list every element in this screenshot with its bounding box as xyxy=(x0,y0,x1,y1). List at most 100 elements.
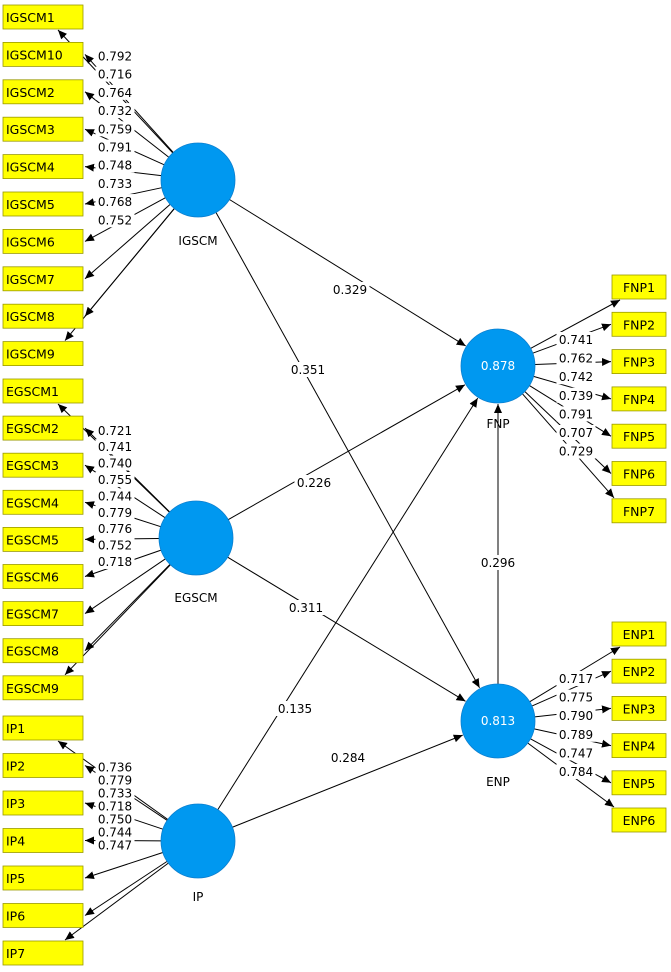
indicator-EGSCM5: EGSCM5 xyxy=(2,527,84,552)
loading-label-EGSCM-4: 0.755 xyxy=(95,471,135,487)
indicator-EGSCM6: EGSCM6 xyxy=(2,564,84,589)
path-IGSCM-ENP xyxy=(215,212,481,689)
loading-label-ENP3-bg xyxy=(556,708,596,724)
loading-label-EGSCM-3-text: 0.740 xyxy=(98,457,132,471)
indicator-box xyxy=(2,601,84,626)
loading-label-IP-6-bg xyxy=(95,824,135,840)
loading-label-IP-2-bg xyxy=(95,772,135,788)
indicator-IGSCM8: IGSCM8 xyxy=(2,303,84,329)
latent-circle xyxy=(160,803,236,879)
path-coefficient-ENP-FNP: 0.296 xyxy=(478,555,518,570)
indicator-IGSCM6: IGSCM6 xyxy=(2,228,84,254)
loading-label-EGSCM-1: 0.721 xyxy=(95,422,135,438)
loading-label-FNP6: 0.707 xyxy=(556,425,596,440)
indicator-label: FNP6 xyxy=(623,467,655,482)
path-coefficient-IGSCM-ENP-bg xyxy=(288,362,328,377)
indicator-box xyxy=(2,940,84,966)
indicator-label: IP4 xyxy=(6,834,25,849)
loading-label-EGSCM-7: 0.776 xyxy=(95,521,135,537)
path-coefficient-ENP-FNP-text: 0.296 xyxy=(481,556,515,570)
path-coefficient-IP-FNP-text: 0.135 xyxy=(278,702,312,716)
loading-label-EGSCM-3-bg xyxy=(95,455,135,471)
indicator-EGSCM3: EGSCM3 xyxy=(2,452,84,478)
indicator-box xyxy=(611,733,667,758)
indicator-label: IGSCM8 xyxy=(6,309,55,324)
loading-label-IP-2: 0.779 xyxy=(95,772,135,788)
loading-label-FNP7: 0.729 xyxy=(556,443,596,459)
loading-label-FNP3-text: 0.742 xyxy=(559,370,593,384)
loading-label-FNP5: 0.791 xyxy=(556,406,596,422)
indicator-box xyxy=(2,828,84,853)
latent-IGSCM: IGSCM xyxy=(160,142,236,248)
loading-edge-EGSCM8 xyxy=(84,564,171,652)
loading-label-FNP7-text: 0.729 xyxy=(559,445,593,459)
path-coefficient-IP-ENP: 0.284 xyxy=(328,750,368,765)
loading-label-EGSCM-3: 0.740 xyxy=(95,455,135,471)
indicator-IGSCM10: IGSCM10 xyxy=(2,42,84,67)
indicator-label: IP1 xyxy=(6,721,25,736)
loading-label-IP-5-bg xyxy=(95,811,135,827)
loading-edge-ENP2 xyxy=(531,670,612,707)
loading-label-IP-2-text: 0.779 xyxy=(98,773,132,787)
indicator-ENP5: ENP5 xyxy=(611,770,667,796)
indicator-EGSCM1: EGSCM1 xyxy=(2,378,84,404)
indicator-box xyxy=(611,696,667,721)
indicator-box xyxy=(611,386,667,412)
indicator-box xyxy=(2,79,84,105)
path-coefficient-EGSCM-ENP: 0.311 xyxy=(286,600,326,615)
loading-label-ENP6-text: 0.784 xyxy=(559,765,593,779)
indicator-box xyxy=(2,790,84,816)
loading-label-FNP2-text: 0.762 xyxy=(559,352,593,366)
loading-label-ENP6: 0.784 xyxy=(556,764,596,779)
loading-label-IP-6: 0.744 xyxy=(95,824,135,840)
loading-label-EGSCM-2-bg xyxy=(95,439,135,455)
indicator-box xyxy=(2,303,84,329)
path-coefficient-IGSCM-FNP-bg xyxy=(330,282,370,297)
indicator-EGSCM2: EGSCM2 xyxy=(2,415,84,441)
latent-IP: IP xyxy=(160,803,236,904)
indicator-IGSCM5: IGSCM5 xyxy=(2,191,84,217)
indicator-ENP6: ENP6 xyxy=(611,807,667,833)
path-coefficient-IGSCM-FNP-text: 0.329 xyxy=(333,283,367,297)
indicator-ENP4: ENP4 xyxy=(611,733,667,758)
loading-label-FNP2: 0.762 xyxy=(556,350,596,366)
indicator-label: ENP3 xyxy=(623,701,656,716)
indicator-IP6: IP6 xyxy=(2,903,84,928)
indicator-label: EGSCM7 xyxy=(6,607,59,622)
loading-label-IGSCM-7-text: 0.748 xyxy=(98,159,132,173)
latent-name: ENP xyxy=(486,775,510,789)
indicator-label: EGSCM8 xyxy=(6,644,59,659)
indicator-label: IP5 xyxy=(6,871,25,886)
latent-name: IGSCM xyxy=(178,234,217,248)
loading-label-EGSCM-5-text: 0.744 xyxy=(98,489,132,503)
loading-label-EGSCM-9: 0.718 xyxy=(95,553,135,569)
indicator-IGSCM3: IGSCM3 xyxy=(2,116,84,142)
loading-label-IGSCM-4-text: 0.732 xyxy=(98,104,132,118)
loading-label-IP-5: 0.750 xyxy=(95,811,135,827)
loading-label-EGSCM-7-bg xyxy=(95,521,135,537)
loading-label-EGSCM-5-bg xyxy=(95,488,135,504)
indicator-IGSCM4: IGSCM4 xyxy=(2,154,84,180)
indicator-box xyxy=(2,753,84,778)
loading-label-IGSCM-10: 0.752 xyxy=(95,212,135,228)
indicator-box xyxy=(2,415,84,441)
loading-label-EGSCM-8: 0.752 xyxy=(95,537,135,553)
indicator-IP7: IP7 xyxy=(2,940,84,966)
loading-label-EGSCM-9-text: 0.718 xyxy=(98,555,132,569)
loading-label-ENP4-text: 0.789 xyxy=(559,728,593,742)
path-IP-ENP xyxy=(232,734,463,828)
indicator-box xyxy=(2,564,84,589)
indicator-EGSCM8: EGSCM8 xyxy=(2,638,84,664)
loading-label-FNP3: 0.742 xyxy=(556,369,596,385)
loading-label-IP-7-text: 0.747 xyxy=(98,839,132,853)
loading-label-IGSCM-1-bg xyxy=(95,48,135,64)
indicator-IP5: IP5 xyxy=(2,865,84,891)
loading-label-EGSCM-6: 0.779 xyxy=(95,504,135,520)
loading-edge-EGSCM7 xyxy=(84,558,166,615)
path-coefficient-IP-ENP-text: 0.284 xyxy=(331,751,365,765)
loading-label-IP-1: 0.736 xyxy=(95,759,135,775)
loading-label-FNP4-text: 0.739 xyxy=(559,389,593,403)
